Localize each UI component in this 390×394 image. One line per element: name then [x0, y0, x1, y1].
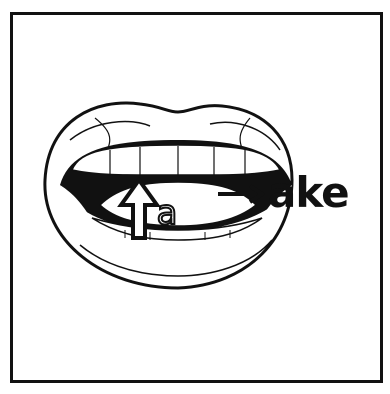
- vowel-letter: a: [150, 193, 184, 233]
- word-ending: ake: [268, 172, 349, 214]
- upper-teeth: [72, 145, 280, 175]
